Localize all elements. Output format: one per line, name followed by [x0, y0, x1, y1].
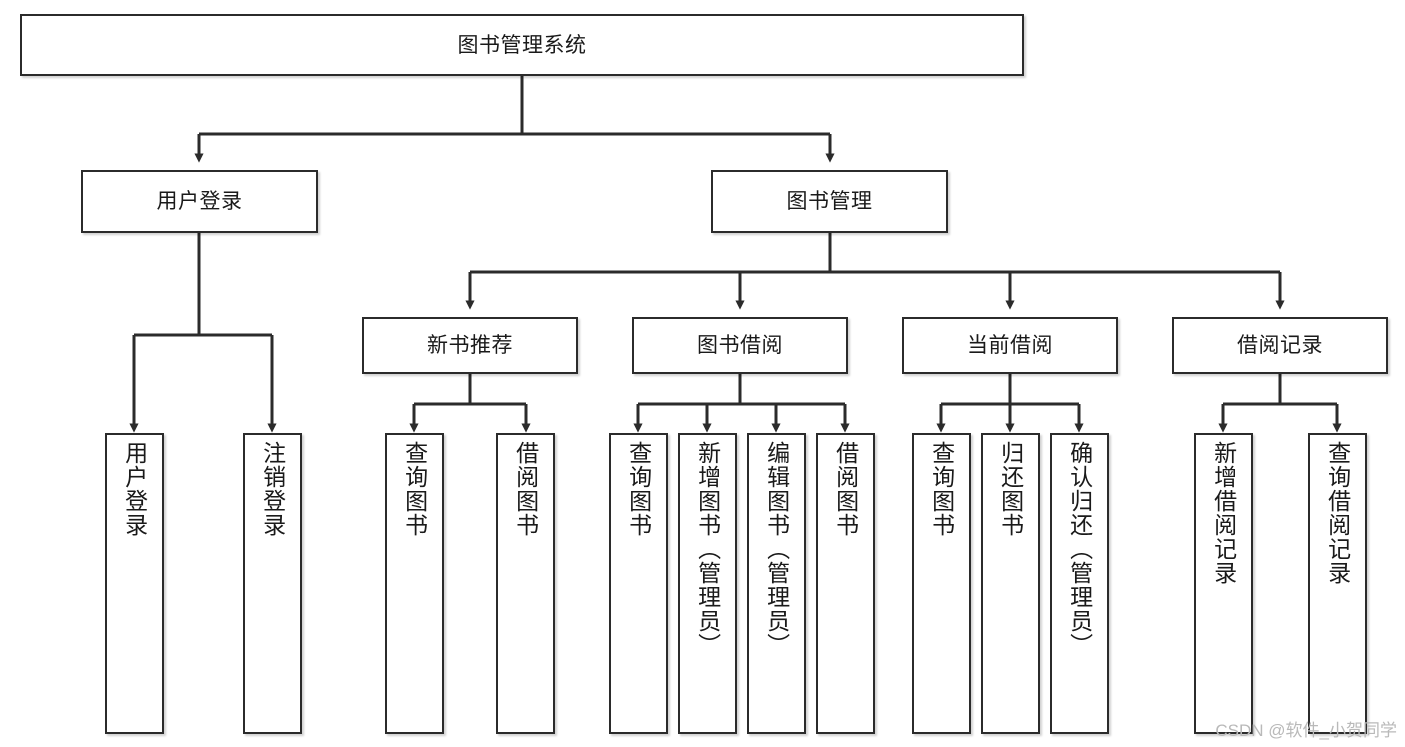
node-new-book-recommend[interactable]: 新书推荐: [362, 317, 578, 374]
node-book-borrow[interactable]: 图书借阅: [632, 317, 848, 374]
leaf-query-borrow-record[interactable]: 查询借阅记录: [1308, 433, 1367, 734]
leaf-logout-login[interactable]: 注销登录: [243, 433, 302, 734]
leaf-query-book-current[interactable]: 查询图书: [912, 433, 971, 734]
node-label: 新书推荐: [427, 334, 513, 357]
node-label: 借阅图书: [512, 441, 539, 537]
node-user-login[interactable]: 用户登录: [81, 170, 318, 233]
node-label: 图书管理: [786, 190, 873, 213]
node-root-book-management-system[interactable]: 图书管理系统: [20, 14, 1024, 76]
leaf-add-book-admin[interactable]: 新增图书（管理员）: [678, 433, 737, 734]
node-label: 编辑图书（管理员）: [763, 441, 790, 657]
node-current-borrow[interactable]: 当前借阅: [902, 317, 1118, 374]
node-label: 新增图书（管理员）: [694, 441, 721, 657]
node-label: 查询图书: [625, 441, 652, 537]
node-label: 用户登录: [121, 441, 148, 537]
node-label: 图书管理系统: [457, 33, 587, 57]
node-label: 查询图书: [401, 441, 428, 537]
node-label: 借阅记录: [1237, 334, 1323, 357]
node-label: 注销登录: [259, 441, 286, 537]
leaf-return-book[interactable]: 归还图书: [981, 433, 1040, 734]
node-book-manage[interactable]: 图书管理: [711, 170, 948, 233]
node-label: 查询借阅记录: [1324, 441, 1351, 585]
node-borrow-record[interactable]: 借阅记录: [1172, 317, 1388, 374]
leaf-query-book-borrow[interactable]: 查询图书: [609, 433, 668, 734]
leaf-user-login[interactable]: 用户登录: [105, 433, 164, 734]
node-label: 图书借阅: [697, 334, 783, 357]
watermark: CSDN @软件_小贺同学: [1215, 721, 1397, 740]
leaf-query-book-recommend[interactable]: 查询图书: [385, 433, 444, 734]
leaf-borrow-book-recommend[interactable]: 借阅图书: [496, 433, 555, 734]
node-label: 新增借阅记录: [1210, 441, 1237, 585]
node-label: 用户登录: [156, 190, 243, 213]
leaf-borrow-book[interactable]: 借阅图书: [816, 433, 875, 734]
leaf-add-borrow-record[interactable]: 新增借阅记录: [1194, 433, 1253, 734]
node-label: 借阅图书: [832, 441, 859, 537]
leaf-edit-book-admin[interactable]: 编辑图书（管理员）: [747, 433, 806, 734]
node-label: 当前借阅: [967, 334, 1053, 357]
node-label: 查询图书: [928, 441, 955, 537]
node-label: 归还图书: [997, 441, 1024, 537]
node-label: 确认归还（管理员）: [1066, 441, 1093, 657]
leaf-confirm-return-admin[interactable]: 确认归还（管理员）: [1050, 433, 1109, 734]
